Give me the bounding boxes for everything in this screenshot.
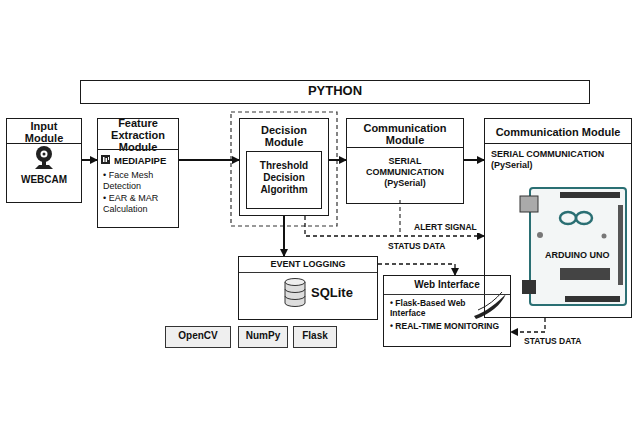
signal-label: STATUS DATA	[386, 241, 447, 252]
module-heading: Input Module	[7, 119, 81, 143]
process-box: Threshold Decision Algorithm	[246, 151, 322, 209]
bullet-item: • Face Mesh Detection	[98, 168, 178, 191]
hardware-box: SERIAL COMMUNICATION (PySerial) ARDUINO U…	[485, 143, 631, 314]
flow-arrow	[82, 159, 97, 161]
group-band: PYTHON	[80, 80, 590, 104]
device-label: WEBCAM	[7, 144, 81, 185]
mediapipe-icon	[101, 155, 110, 164]
library-name: MEDIAPIPE	[98, 150, 178, 168]
process-text: Threshold Decision Algorithm	[247, 152, 321, 204]
signal-label: STATUS DATA	[522, 336, 583, 347]
bullet-item: • EAR & MAR Calculation	[98, 191, 178, 214]
library-name: Flask	[294, 327, 336, 344]
leader-line	[399, 200, 400, 236]
module-heading: Feature Extraction Module	[98, 119, 178, 149]
database-name: SQLite	[311, 285, 353, 300]
flask-logo	[474, 292, 506, 319]
process-text: SERIAL COMMUNICATION (PySerial)	[485, 144, 631, 176]
flow-arrow	[179, 159, 239, 161]
flow-arrow	[283, 216, 285, 256]
process-text: SERIAL COMMUNICATION (PySerial)	[347, 148, 463, 197]
module-box: Input ModuleWEBCAM	[6, 118, 82, 203]
flow-arrow	[329, 159, 346, 161]
dashed-connector	[305, 216, 484, 236]
library-box: OpenCV	[165, 326, 231, 348]
dashed-connector	[378, 264, 455, 275]
library-name: OpenCV	[166, 327, 230, 344]
signal-label: ALERT SIGNAL	[412, 222, 479, 233]
process-box: SERIAL COMMUNICATION (PySerial)	[347, 147, 463, 200]
storage-box: EVENT LOGGING SQLite	[238, 256, 378, 320]
device-box: WEBCAM	[7, 143, 81, 199]
library-name: NumPy	[239, 327, 287, 344]
process-box: MEDIAPIPE• Face Mesh Detection• EAR & MA…	[98, 149, 178, 224]
dashed-connector	[511, 318, 545, 332]
module-heading: Communication Module	[347, 119, 463, 147]
module-heading: EVENT LOGGING	[239, 257, 377, 273]
library-box: Flask	[293, 326, 337, 348]
arduino-board	[520, 188, 626, 305]
webcam-icon	[35, 146, 53, 169]
web-box: Web Interface• Flask-Based Web Interface…	[383, 275, 511, 347]
band-title: PYTHON	[81, 81, 589, 100]
bullet-item: • REAL-TIME MONITORING	[384, 318, 510, 331]
group-bracket	[231, 112, 337, 226]
bullet-item: • Flask-Based Web Interface	[384, 295, 510, 318]
module-heading: Web Interface	[384, 276, 510, 295]
flow-arrow	[464, 159, 484, 161]
module-heading: Decision Module	[240, 119, 328, 151]
library-box: NumPy	[238, 326, 288, 348]
board-name: ARDUINO UNO	[545, 250, 610, 260]
module-box: Feature Extraction ModuleMEDIAPIPE• Face…	[97, 118, 179, 228]
module-box: Decision ModuleThreshold Decision Algori…	[239, 118, 329, 216]
module-box: Communication ModuleSERIAL COMMUNICATION…	[484, 118, 632, 318]
module-heading: Communication Module	[485, 119, 631, 143]
database-icon	[285, 279, 305, 307]
module-box: Communication ModuleSERIAL COMMUNICATION…	[346, 118, 464, 204]
